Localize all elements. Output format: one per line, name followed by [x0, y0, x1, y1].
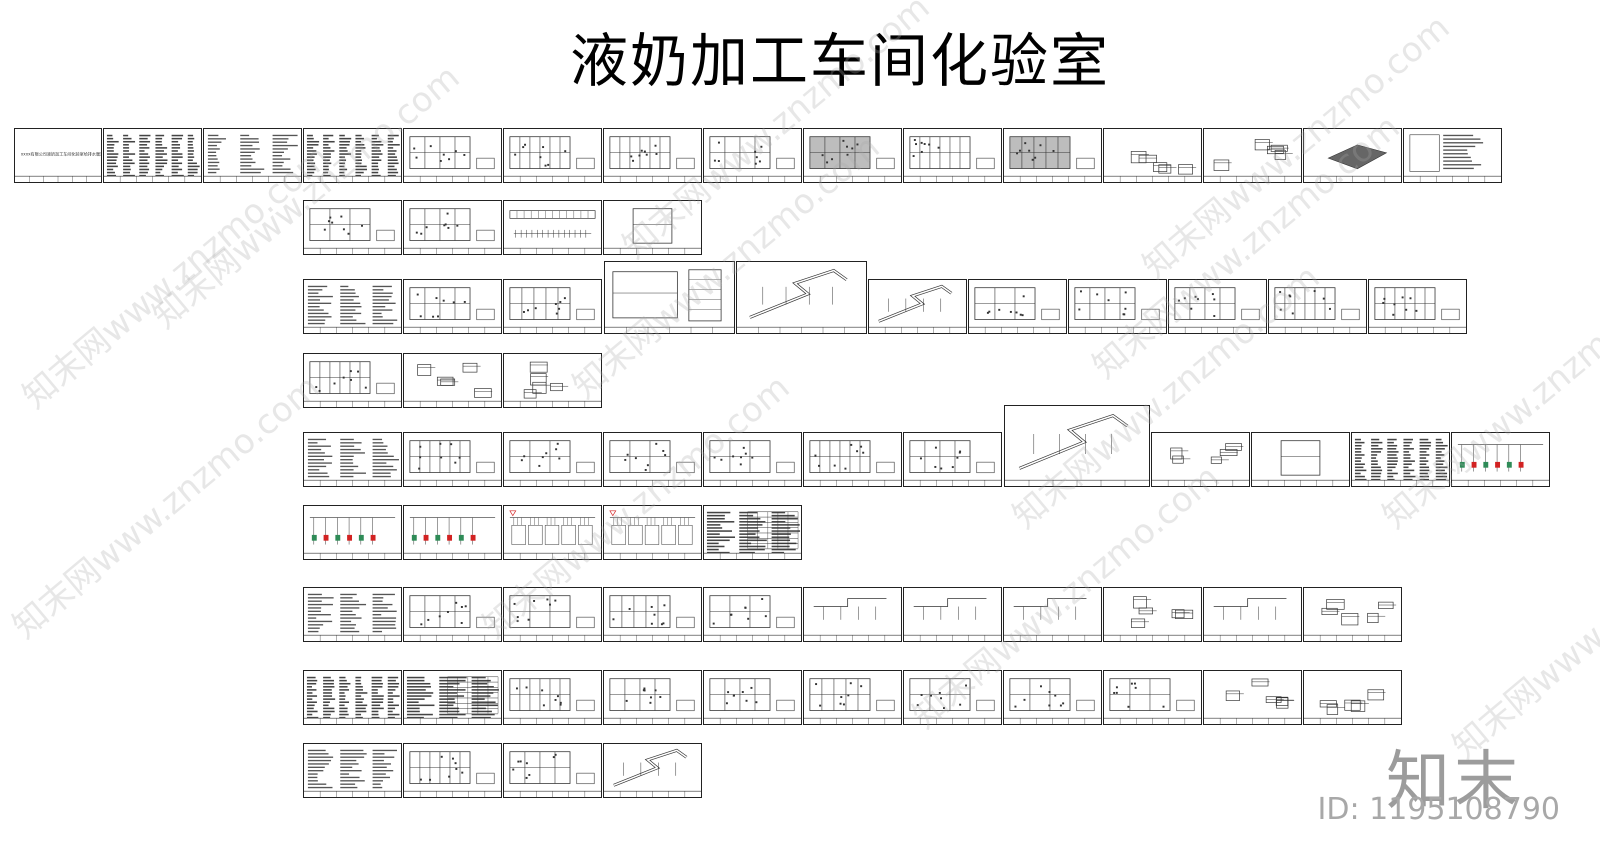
drawing-sheet [703, 670, 802, 725]
drawing-sheet [303, 200, 402, 255]
drawing-sheet [1203, 128, 1302, 183]
drawing-sheet [403, 587, 502, 642]
brand-logo: 知末 [1386, 745, 1522, 819]
drawing-sheet [303, 743, 402, 798]
drawing-sheet [968, 279, 1067, 334]
drawing-sheet [503, 587, 602, 642]
drawing-sheet [503, 670, 602, 725]
drawing-sheet [868, 279, 967, 334]
drawing-sheet [503, 279, 602, 334]
drawing-sheet [503, 743, 602, 798]
drawing-sheet [1068, 279, 1167, 334]
drawing-sheet [503, 353, 602, 408]
drawing-sheet [803, 670, 902, 725]
drawing-sheet [903, 670, 1002, 725]
drawing-sheet [1103, 587, 1202, 642]
image-id: ID: 1195108790 [1317, 792, 1560, 827]
drawing-sheet [403, 743, 502, 798]
drawing-sheet [503, 432, 602, 487]
drawing-sheet [303, 505, 402, 560]
drawing-sheet [1303, 128, 1402, 183]
drawing-sheet [503, 128, 602, 183]
drawing-sheet [503, 505, 602, 560]
cover-sheet-title: xxxx有限公司液奶加工车间化验室给排水暖通电气施工图 [21, 151, 101, 157]
drawing-sheet [903, 128, 1002, 183]
drawing-sheet [1403, 128, 1502, 183]
drawing-sheet [604, 261, 735, 334]
drawing-sheet [1303, 670, 1402, 725]
drawing-sheet [403, 353, 502, 408]
drawing-sheet [1368, 279, 1467, 334]
drawing-sheet [803, 128, 902, 183]
drawing-sheet [403, 200, 502, 255]
drawing-sheet [703, 128, 802, 183]
drawing-sheet [803, 587, 902, 642]
drawing-sheet [1151, 432, 1250, 487]
drawing-sheet [703, 432, 802, 487]
drawing-sheet [1351, 432, 1450, 487]
drawing-sheet [736, 261, 867, 334]
drawing-sheet [303, 670, 402, 725]
drawing-sheet [1103, 670, 1202, 725]
drawing-sheet [1303, 587, 1402, 642]
drawing-sheet [403, 432, 502, 487]
drawing-sheet [403, 670, 502, 725]
drawing-sheet [1103, 128, 1202, 183]
drawing-sheet [403, 128, 502, 183]
drawing-sheet [603, 743, 702, 798]
drawing-sheet [703, 505, 802, 560]
page-title: 液奶加工车间化验室 [569, 27, 1110, 95]
drawing-sheet [903, 587, 1002, 642]
drawing-sheet [803, 432, 902, 487]
drawing-sheet [203, 128, 302, 183]
drawing-sheet [303, 353, 402, 408]
drawing-sheet [603, 587, 702, 642]
drawing-sheet: xxxx有限公司液奶加工车间化验室给排水暖通电气施工图 [14, 128, 102, 183]
drawing-sheet [1004, 405, 1150, 487]
drawing-sheet [503, 200, 602, 255]
drawing-sheet [403, 505, 502, 560]
drawing-sheet [703, 587, 802, 642]
drawing-sheet [303, 432, 402, 487]
drawing-sheet [1168, 279, 1267, 334]
drawing-sheet [403, 279, 502, 334]
drawing-sheet [1003, 587, 1102, 642]
drawing-sheet [1268, 279, 1367, 334]
drawing-sheet [1451, 432, 1550, 487]
drawing-sheet [603, 128, 702, 183]
drawing-sheet [603, 670, 702, 725]
drawing-sheet [1203, 670, 1302, 725]
drawing-sheet [1003, 128, 1102, 183]
drawing-sheet [1251, 432, 1350, 487]
drawing-sheet [103, 128, 202, 183]
drawing-sheet [903, 432, 1002, 487]
drawing-sheet [1203, 587, 1302, 642]
drawing-sheet [303, 587, 402, 642]
drawing-sheet [303, 279, 402, 334]
drawing-sheet [603, 200, 702, 255]
drawing-sheet [603, 432, 702, 487]
drawing-sheet [1003, 670, 1102, 725]
drawing-sheet [303, 128, 402, 183]
drawing-sheet [603, 505, 702, 560]
